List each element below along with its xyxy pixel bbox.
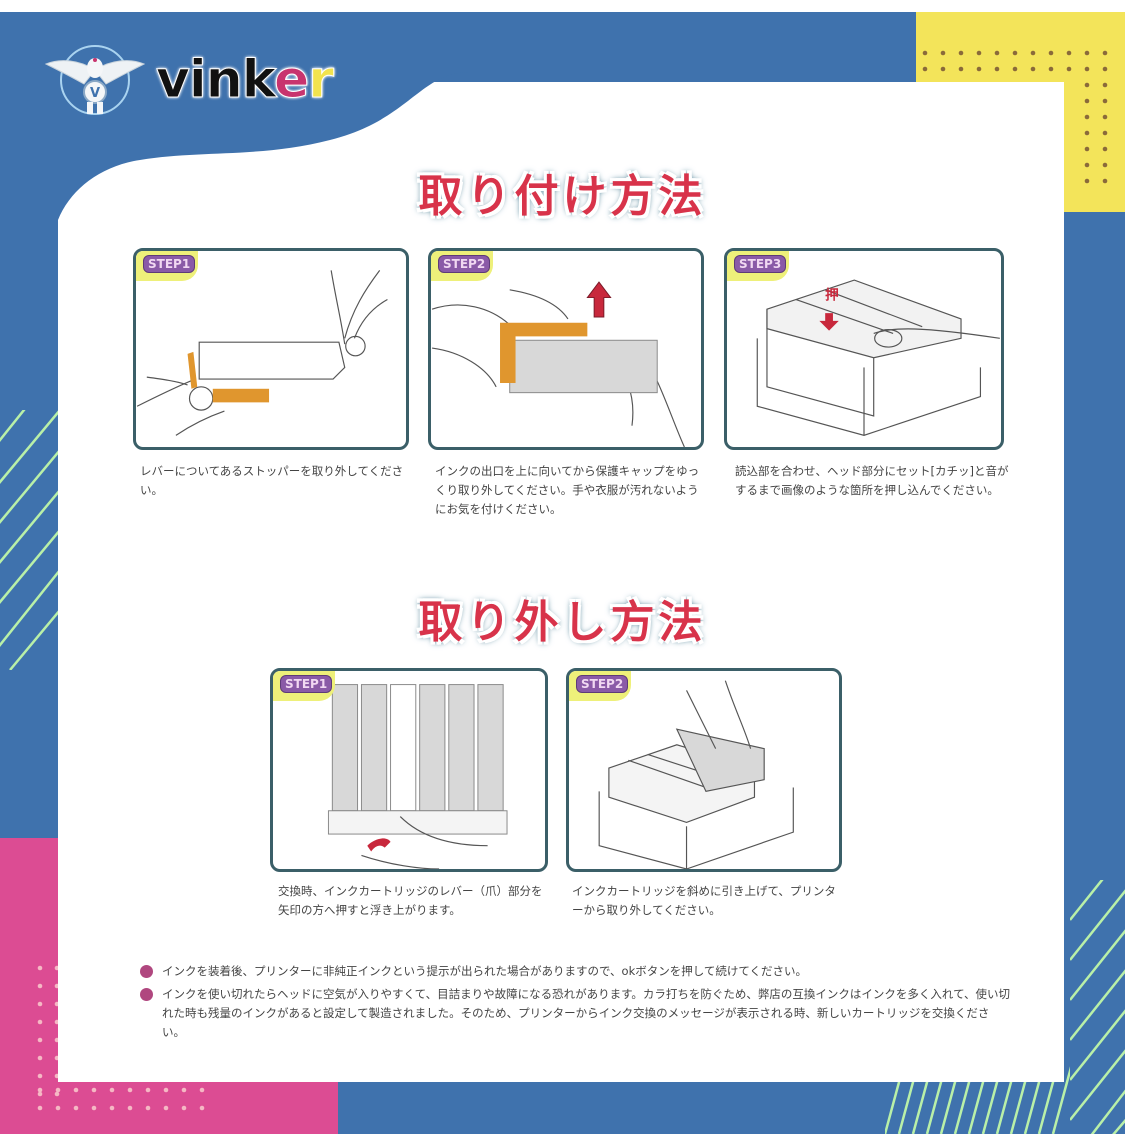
step-label: STEP2 [576,675,629,693]
bullet-icon [140,988,153,1001]
removal-step1-caption: 交換時、インクカートリッジのレバー（爪）部分を矢印の方へ押すと浮き上がります。 [278,884,543,917]
svg-text:V: V [90,86,100,101]
step-badge: STEP1 [273,671,335,701]
install-step3-card: 押 STEP3 [724,248,1004,450]
note-item: インクを装着後、プリンターに非純正インクという提示が出られた場合がありますので、… [140,962,1010,981]
step-badge: STEP1 [136,251,198,281]
decorative-dots-pink-bottom [37,1087,205,1111]
decorative-stripes-right [1070,880,1125,1134]
decorative-dots-yellow [922,50,1108,184]
install-step2-caption: インクの出口を上に向いてから保護キャップをゆっくり取り外してください。手や衣服が… [435,464,700,516]
header-wave [0,12,916,240]
step-badge: STEP3 [727,251,789,281]
winged-v-emblem-icon: V [44,45,146,115]
removal-step2-caption: インクカートリッジを斜めに引き上げて、プリンターから取り外してください。 [572,884,836,917]
step-label: STEP3 [734,255,787,273]
install-step1-caption: レバーについてあるストッパーを取り外してください。 [140,464,404,497]
step-label: STEP1 [280,675,333,693]
pull-cartridge-illustration [598,680,794,869]
removal-step1-card: STEP1 [270,668,548,872]
install-step1-card: STEP1 [133,248,409,450]
step-label: STEP2 [438,255,491,273]
note-item: インクを使い切れたらヘッドに空気が入りやすくて、目詰まりや故障になる恐れがありま… [140,985,1010,1042]
press-lever-illustration [327,684,508,869]
brand-logo: V vinker [40,40,335,120]
press-cartridge-illustration: 押 [756,279,1000,436]
remove-stopper-illustration [136,270,388,436]
decorative-stripes-left [0,410,60,670]
removal-step2-card: STEP2 [566,668,842,872]
step-badge: STEP2 [569,671,631,701]
remove-cap-illustration [431,281,685,447]
note-text: インクを使い切れたらヘッドに空気が入りやすくて、目詰まりや故障になる恐れがありま… [162,987,1011,1039]
bullet-icon [140,965,153,978]
step-badge: STEP2 [431,251,493,281]
step-label: STEP1 [143,255,196,273]
brand-wordmark: vinker [156,50,335,111]
press-label: 押 [825,287,839,304]
install-step2-card: STEP2 [428,248,704,450]
removal-section-title: 取り外し方法 [418,597,707,648]
install-section-title: 取り付け方法 [418,171,707,222]
install-step3-caption: 読込部を合わせ、ヘッド部分にセット[カチッ]と音がするまで画像のような箇所を押し… [735,464,1009,497]
notes-list: インクを装着後、プリンターに非純正インクという提示が出られた場合がありますので、… [140,962,1010,1046]
note-text: インクを装着後、プリンターに非純正インクという提示が出られた場合がありますので、… [162,964,808,978]
